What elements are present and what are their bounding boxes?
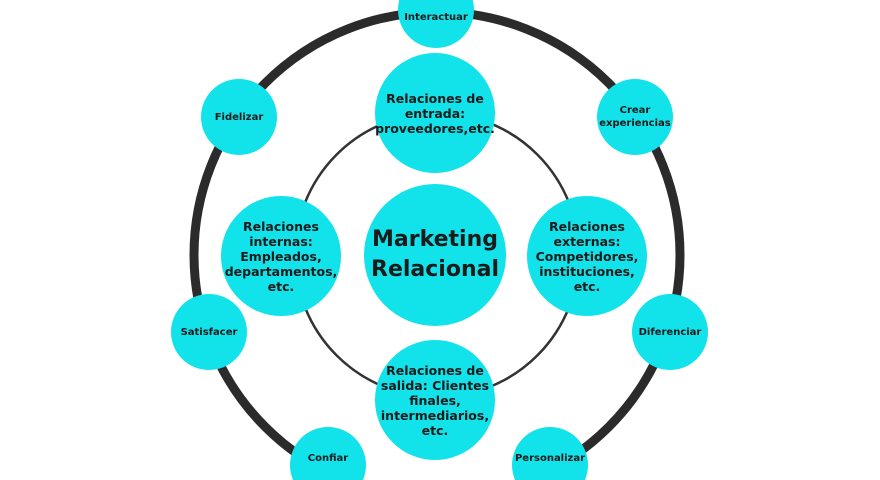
node-confiar-label: Confiar [307,452,349,464]
node-interactuar-label: Interactuar [404,11,468,23]
node-relaciones-internas-label: Relaciones internas: Empleados, departam… [224,218,338,294]
center-label: Marketing Relacional [371,227,499,282]
node-diferenciar-label: Diferenciar [638,326,702,338]
node-crear-experiencias-label: Crear experiencias [599,105,671,129]
node-fidelizar-label: Fidelizar [214,111,264,123]
node-relaciones-internas: Relaciones internas: Empleados, departam… [221,196,341,316]
node-diferenciar: Diferenciar [632,294,708,370]
node-confiar: Confiar [290,427,366,480]
node-relaciones-externas-label: Relaciones externas: Competidores, insti… [535,218,639,294]
node-satisfacer: Satisfacer [171,294,247,370]
node-relaciones-externas: Relaciones externas: Competidores, insti… [527,196,647,316]
node-personalizar-label: Personalizar [514,452,586,464]
node-personalizar: Personalizar [512,427,588,480]
node-relaciones-salida: Relaciones de salida: Clientes finales, … [375,340,495,460]
node-satisfacer-label: Satisfacer [180,326,238,338]
node-relaciones-entrada: Relaciones de entrada: proveedores,etc. [375,53,495,173]
node-crear-experiencias: Crear experiencias [597,79,673,155]
center-node: Marketing Relacional [364,184,506,326]
node-relaciones-entrada-label: Relaciones de entrada: proveedores,etc. [375,90,495,136]
node-relaciones-salida-label: Relaciones de salida: Clientes finales, … [380,362,490,438]
node-fidelizar: Fidelizar [201,79,277,155]
